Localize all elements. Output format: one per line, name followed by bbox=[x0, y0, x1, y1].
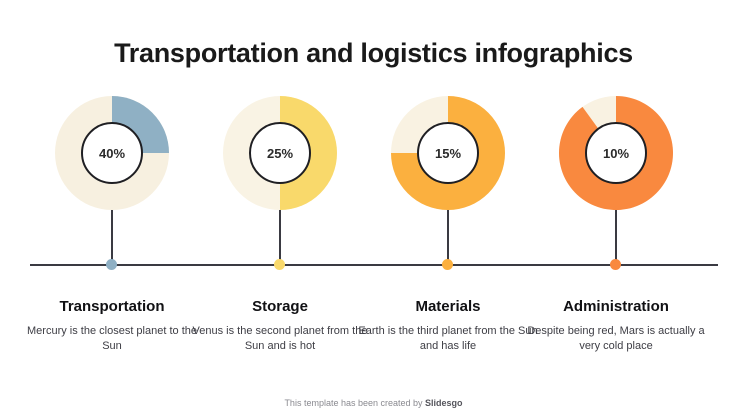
donut-inner-circle-materials bbox=[417, 122, 479, 184]
column-title-materials: Materials bbox=[415, 298, 481, 315]
column-title-storage: Storage bbox=[252, 298, 308, 315]
page-title: Transportation and logistics infographic… bbox=[114, 38, 633, 68]
column-storage: Storage Venus is the second planet from … bbox=[187, 298, 373, 354]
column-description-administration: Despite being red, Mars is actually a ve… bbox=[527, 325, 705, 352]
timeline-dot-materials[interactable] bbox=[442, 259, 453, 270]
donut-chart-materials[interactable]: 15% bbox=[391, 96, 505, 210]
donut-svg-storage bbox=[223, 96, 337, 210]
column-description-materials: Earth is the third planet from the Sun a… bbox=[358, 325, 538, 352]
column-title-transportation: Transportation bbox=[59, 298, 165, 315]
connector-line-administration bbox=[615, 210, 617, 268]
column-description-transportation: Mercury is the closest planet to the Sun bbox=[27, 325, 197, 352]
donut-chart-transportation[interactable]: 40% bbox=[55, 96, 169, 210]
donut-svg-transportation bbox=[55, 96, 169, 210]
column-administration: Administration Despite being red, Mars i… bbox=[523, 298, 709, 354]
connector-line-materials bbox=[447, 210, 449, 268]
donut-svg-administration bbox=[558, 96, 673, 210]
timeline-dot-administration[interactable] bbox=[610, 259, 621, 270]
donut-inner-circle-storage bbox=[249, 122, 311, 184]
column-materials: Materials Earth is the third planet from… bbox=[355, 298, 541, 354]
column-title-administration: Administration bbox=[563, 298, 669, 315]
donut-inner-circle-administration bbox=[585, 122, 647, 184]
column-description-storage: Venus is the second planet from the Sun … bbox=[192, 325, 368, 352]
timeline-dot-storage[interactable] bbox=[274, 259, 285, 270]
footer-brand[interactable]: Slidesgo bbox=[425, 398, 463, 408]
footer-credit: This template has been created by Slides… bbox=[0, 398, 747, 408]
connector-line-storage bbox=[279, 210, 281, 268]
donut-chart-storage[interactable]: 25% bbox=[223, 96, 337, 210]
timeline-dot-transportation[interactable] bbox=[106, 259, 117, 270]
donut-chart-administration[interactable]: 10% bbox=[558, 96, 673, 210]
connector-line-transportation bbox=[111, 210, 113, 268]
footer-text: This template has been created by bbox=[284, 398, 426, 408]
timeline-axis bbox=[30, 264, 718, 266]
column-transportation: Transportation Mercury is the closest pl… bbox=[19, 298, 205, 354]
donut-inner-circle-transportation bbox=[81, 122, 143, 184]
donut-svg-materials bbox=[391, 96, 505, 210]
